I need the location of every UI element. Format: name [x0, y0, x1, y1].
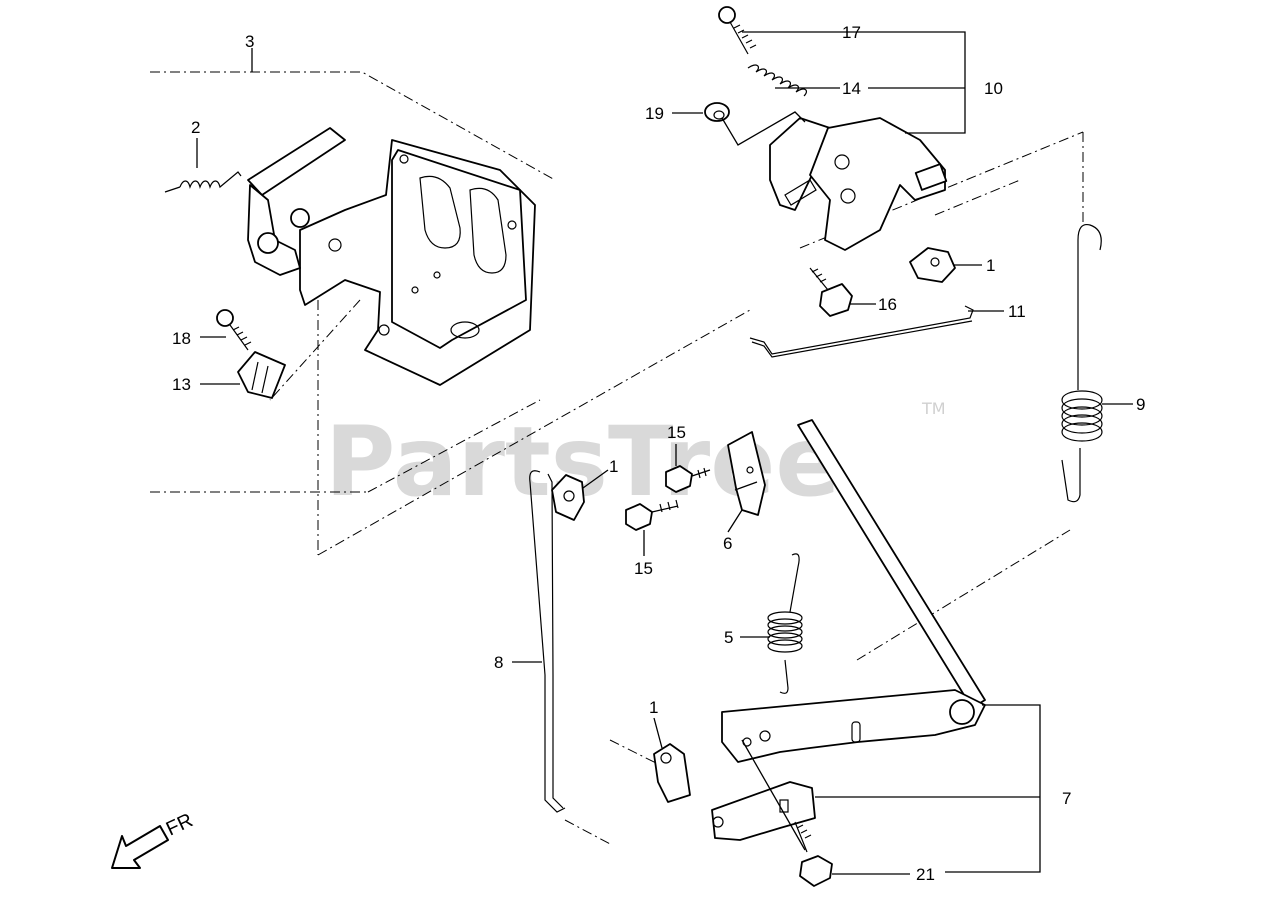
governor-lever-part-7 [721, 419, 986, 763]
washer-part-19 [704, 102, 730, 122]
bolt-part-17 [718, 6, 757, 55]
callout-14: 14 [842, 79, 861, 98]
callout-18: 18 [172, 329, 191, 348]
watermark-trademark: TM [921, 399, 946, 418]
bracket-part-6 [727, 431, 766, 516]
control-base-plate [247, 127, 536, 386]
callout-15-lower: 15 [634, 559, 653, 578]
front-arrow-icon [111, 825, 169, 869]
callout-1-bottom: 1 [649, 698, 658, 717]
callout-9: 9 [1136, 395, 1145, 414]
callout-7: 7 [1062, 789, 1071, 808]
callout-2: 2 [191, 118, 200, 137]
spring-part-5 [767, 553, 803, 694]
callout-11: 11 [1008, 302, 1026, 321]
bolt-part-15-lower [625, 499, 679, 531]
holder-part-13 [237, 351, 286, 399]
clip-part-1-bottom [653, 743, 691, 803]
callout-8: 8 [494, 653, 503, 672]
bolt-part-21 [794, 821, 833, 887]
callout-1-top: 1 [986, 256, 995, 275]
governor-arm-assembly [769, 117, 948, 251]
screw-part-18 [216, 309, 252, 351]
callout-6: 6 [723, 534, 732, 553]
callout-10: 10 [984, 79, 1003, 98]
rod-part-8 [529, 470, 566, 813]
callout-1-middle: 1 [609, 457, 618, 476]
front-label: FR [163, 809, 196, 840]
callout-15-upper: 15 [667, 423, 686, 442]
callout-13: 13 [172, 375, 191, 394]
lever-plate [711, 781, 816, 841]
link-rod-part-11 [749, 305, 974, 358]
callout-5: 5 [724, 628, 733, 647]
bolt-part-16 [809, 267, 853, 317]
leader-lines [196, 31, 1133, 875]
bolt-part-15-upper [665, 465, 711, 493]
front-direction-indicator: FR [111, 809, 196, 869]
callout-labels: 3 2 18 13 17 14 10 19 1 16 11 9 1 15 15 … [172, 23, 1145, 884]
assembly-lines [150, 71, 1084, 846]
callout-17: 17 [842, 23, 861, 42]
callout-19: 19 [645, 104, 664, 123]
spring-part-2 [164, 171, 242, 193]
callout-3: 3 [245, 32, 254, 51]
callout-21: 21 [916, 865, 935, 884]
spring-part-9 [1061, 223, 1103, 503]
callout-16: 16 [878, 295, 897, 314]
clip-part-1-top [909, 247, 956, 283]
spring-part-14 [747, 64, 808, 97]
clip-part-1-middle [551, 474, 585, 521]
